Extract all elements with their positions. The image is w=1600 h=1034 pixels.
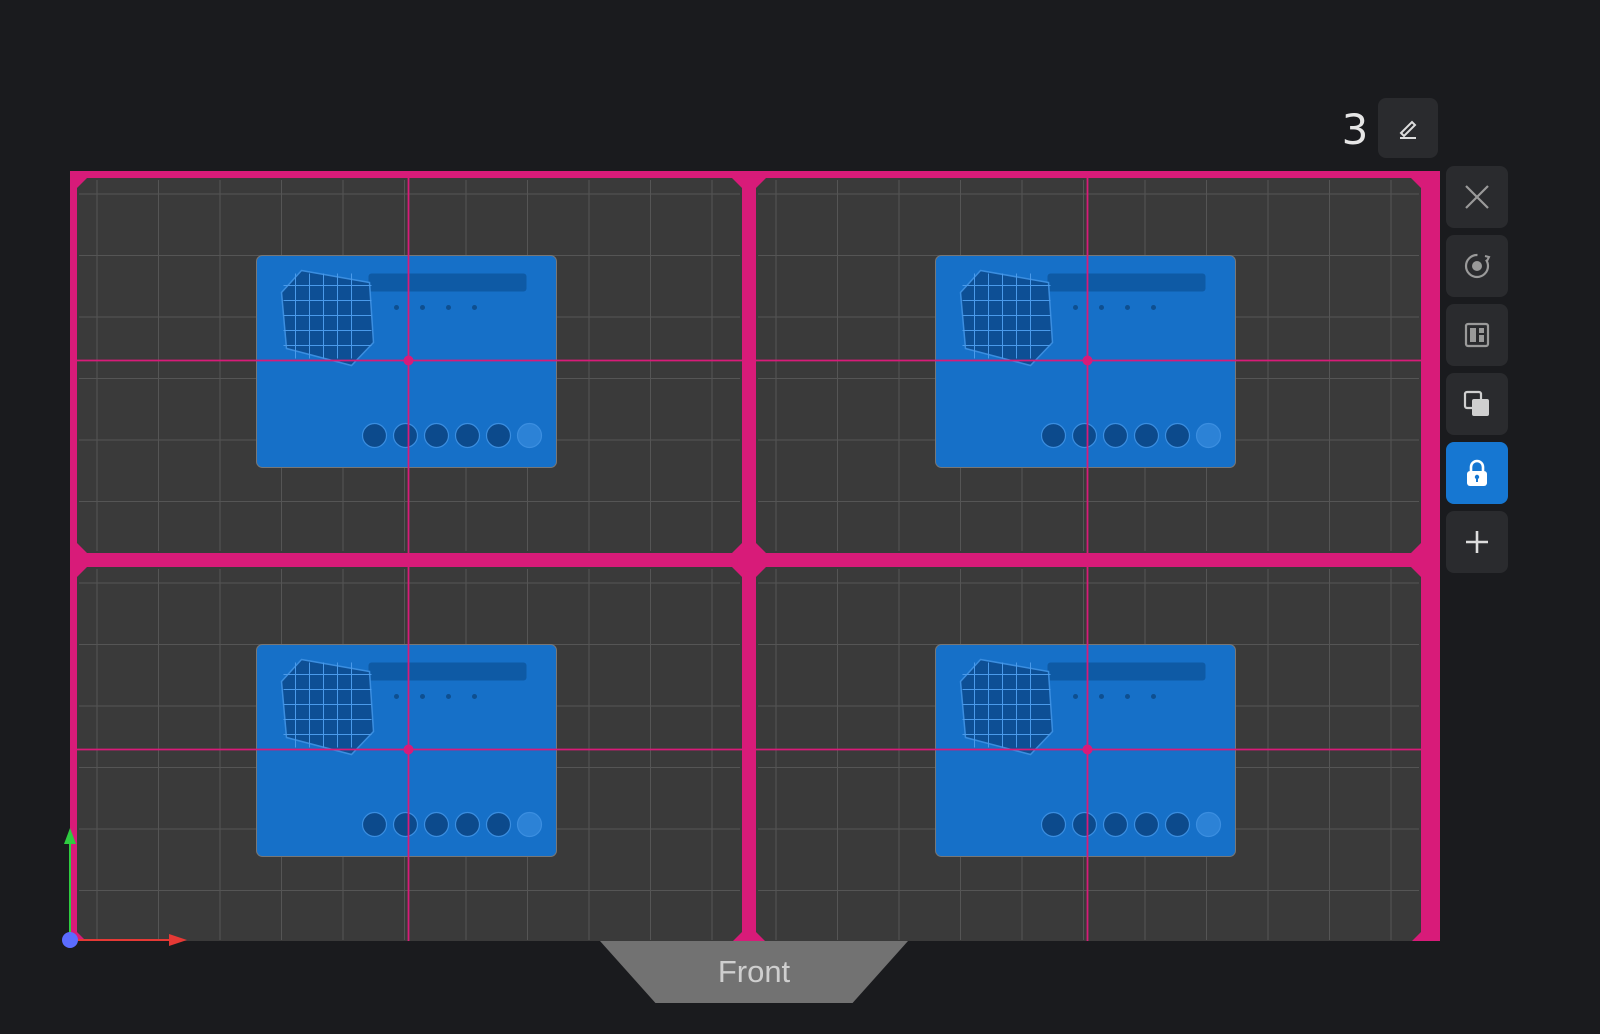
auto-orient-button[interactable] bbox=[1446, 235, 1508, 297]
arrange-button[interactable] bbox=[1446, 304, 1508, 366]
model-detail bbox=[1151, 305, 1156, 310]
copy-icon bbox=[1463, 390, 1489, 416]
model-detail bbox=[446, 305, 451, 310]
model-sphere bbox=[392, 811, 419, 838]
model-sphere bbox=[516, 422, 543, 449]
model-detail bbox=[1047, 662, 1206, 681]
model-sphere bbox=[1071, 422, 1098, 449]
model-detail bbox=[446, 694, 451, 699]
model-sphere bbox=[1071, 811, 1098, 838]
model-detail bbox=[368, 273, 527, 292]
model-detail bbox=[394, 694, 399, 699]
model-detail bbox=[420, 305, 425, 310]
model-sphere bbox=[1040, 422, 1067, 449]
build-plates-viewport[interactable] bbox=[70, 171, 1440, 941]
plate-toolbar bbox=[1446, 166, 1508, 573]
plate-center-dot bbox=[1082, 355, 1093, 366]
model-detail bbox=[1099, 694, 1104, 699]
model-sphere bbox=[1164, 811, 1191, 838]
model-sphere bbox=[1164, 422, 1191, 449]
model-sphere bbox=[516, 811, 543, 838]
model-sphere bbox=[1133, 422, 1160, 449]
close-button[interactable] bbox=[1446, 166, 1508, 228]
model-detail bbox=[420, 694, 425, 699]
close-icon bbox=[1465, 185, 1489, 209]
front-view-tab[interactable]: Front bbox=[600, 941, 908, 1003]
model-detail bbox=[1073, 305, 1078, 310]
model-detail bbox=[394, 305, 399, 310]
model-sphere bbox=[1040, 811, 1067, 838]
plate-center-dot bbox=[1082, 744, 1093, 755]
model-cube bbox=[280, 658, 375, 756]
model-sphere bbox=[454, 422, 481, 449]
add-plate-button[interactable] bbox=[1446, 511, 1508, 573]
model-sphere bbox=[392, 422, 419, 449]
pencil-icon bbox=[1399, 120, 1417, 139]
model-sphere bbox=[1195, 811, 1222, 838]
model-sphere bbox=[423, 422, 450, 449]
model-detail bbox=[368, 662, 527, 681]
model-detail bbox=[1125, 305, 1130, 310]
model-cube bbox=[959, 658, 1054, 756]
plates-junction bbox=[737, 548, 761, 572]
model-sphere bbox=[1195, 422, 1222, 449]
copy-button[interactable] bbox=[1446, 373, 1508, 435]
model-sphere bbox=[361, 422, 388, 449]
model-sphere bbox=[361, 811, 388, 838]
y-axis-arrow bbox=[64, 828, 76, 844]
plate-count: 3 bbox=[1341, 105, 1369, 154]
model-detail bbox=[1099, 305, 1104, 310]
model-detail bbox=[1047, 273, 1206, 292]
front-view-label: Front bbox=[717, 954, 791, 989]
z-axis-origin bbox=[62, 932, 78, 948]
plate-center-dot bbox=[403, 355, 414, 366]
add-icon bbox=[1466, 531, 1488, 553]
model-sphere bbox=[454, 811, 481, 838]
arrange-icon bbox=[1464, 322, 1490, 348]
model-sphere bbox=[1102, 422, 1129, 449]
axis-gizmo bbox=[62, 828, 187, 948]
model-sphere bbox=[1133, 811, 1160, 838]
plates-canvas[interactable] bbox=[70, 171, 1440, 941]
auto-orient-icon bbox=[1464, 253, 1491, 279]
lock-icon bbox=[1467, 459, 1487, 486]
model-detail bbox=[1073, 694, 1078, 699]
model-detail bbox=[472, 694, 477, 699]
model-detail bbox=[1151, 694, 1156, 699]
model-cube bbox=[280, 269, 375, 367]
model-detail bbox=[472, 305, 477, 310]
plate-center-dot bbox=[403, 744, 414, 755]
model-sphere bbox=[423, 811, 450, 838]
model-cube bbox=[959, 269, 1054, 367]
model-sphere bbox=[1102, 811, 1129, 838]
model-sphere bbox=[485, 422, 512, 449]
model-sphere bbox=[485, 811, 512, 838]
x-axis-arrow bbox=[169, 934, 187, 946]
model-detail bbox=[1125, 694, 1130, 699]
lock-button[interactable] bbox=[1446, 442, 1508, 504]
edit-plate-count-button[interactable] bbox=[1378, 98, 1438, 158]
